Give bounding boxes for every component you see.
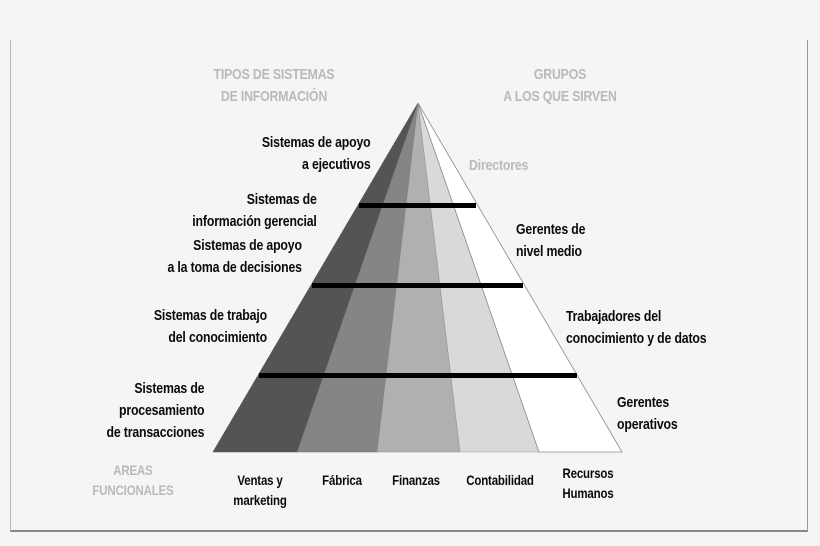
header-system-types: TIPOS DE SISTEMAS DE INFORMACIÓN (213, 66, 335, 105)
area-fabrica: Fábrica (322, 472, 362, 488)
system-knowledge-work: Sistemas de trabajo del conocimiento (153, 307, 267, 346)
diagram-frame (10, 40, 808, 532)
header-groups-served: GRUPOS A LOS QUE SIRVEN (503, 66, 617, 105)
area-contabilidad: Contabilidad (466, 472, 534, 488)
segment-recursos-humanos (417, 102, 623, 453)
group-directors: Directores (469, 157, 529, 174)
group-operational-managers: Gerentes operativos (617, 394, 678, 433)
group-knowledge-data-workers: Trabajadores del conocimiento y de datos (566, 308, 707, 347)
level-bar-2 (312, 283, 523, 288)
area-finanzas: Finanzas (392, 472, 440, 488)
area-recursos-humanos: Recursos Humanos (562, 465, 614, 501)
header-functional-areas: AREAS FUNCIONALES (92, 462, 174, 498)
group-middle-managers: Gerentes de nivel medio (516, 221, 586, 260)
level-bar-3 (259, 373, 577, 378)
system-management-information: Sistemas de información gerencial (192, 191, 318, 230)
system-executive-support: Sistemas de apoyo a ejecutivos (261, 134, 370, 173)
system-transaction-processing: Sistemas de procesamiento de transaccion… (106, 380, 204, 441)
area-ventas-marketing: Ventas y marketing (233, 472, 287, 508)
system-decision-support: Sistemas de apoyo a la toma de decisione… (167, 237, 302, 276)
level-bar-1 (359, 203, 476, 208)
